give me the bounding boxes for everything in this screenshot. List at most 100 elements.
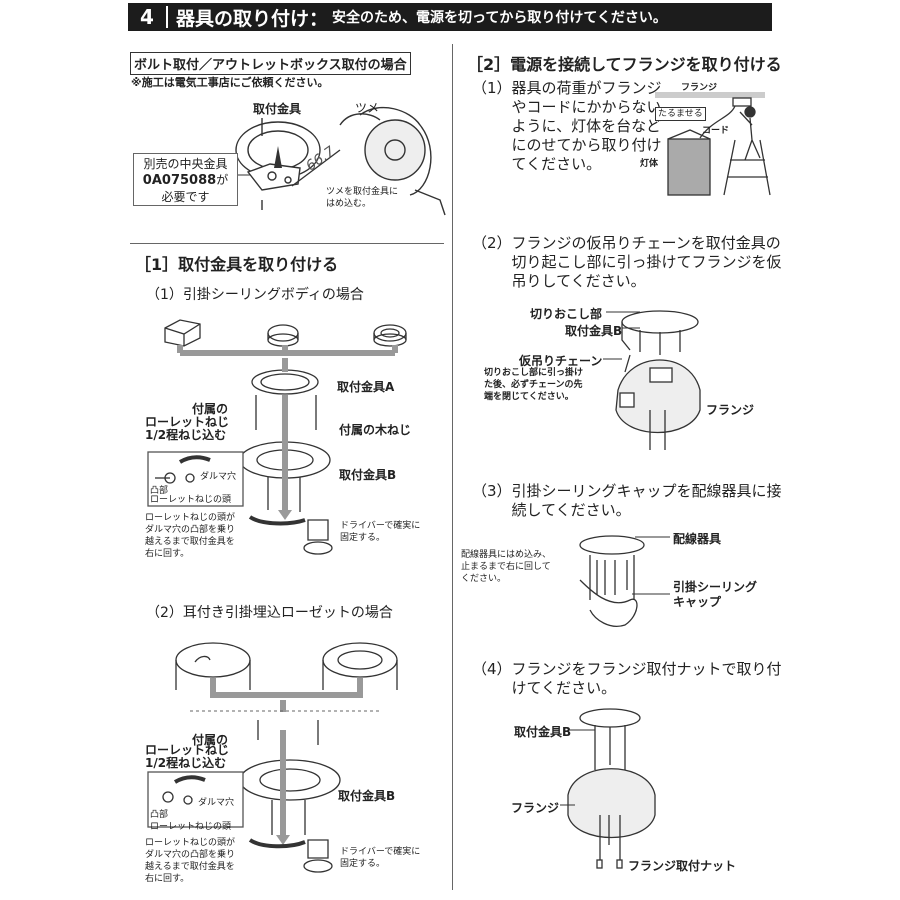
rotate-note-line3: 越えるまで取付金具を <box>145 537 235 547</box>
center-part-particle: が <box>216 173 229 187</box>
rotate-note-line1: ローレットねじの頭が <box>145 513 236 523</box>
cut-part-label: 切りおこし部 <box>530 307 603 321</box>
section-subtitle: 安全のため、電源を切ってから取り付けてください。 <box>332 10 667 26</box>
bracket-b-label-r2: 取付金具B <box>565 324 623 338</box>
chain-label: 仮吊りチェーン <box>519 354 603 368</box>
cap-note: 配線器具にはめ込み、 止まるまで右に回して ください。 <box>461 549 551 585</box>
knurl-screw-label-2: 付属の <box>192 733 229 747</box>
step2-title: （2）耳付き引掛埋込ローゼットの場合 <box>146 605 393 621</box>
convex-label-2: 凸部 <box>150 810 169 820</box>
step-r1-line1: 器具の荷重がフランジ <box>511 79 662 97</box>
section2-title: ［2］電源を接続してフランジを取り付ける <box>467 55 782 74</box>
knurl-line3: 1/2程ねじ込む <box>145 428 227 442</box>
bracket-label: 取付金具 <box>253 102 302 116</box>
rotate-note-line2: ダルマ穴の凸部を乗り <box>145 525 236 535</box>
daruma-label-2: ダルマ穴 <box>198 798 235 808</box>
rotate-note2-line4: 右に回す。 <box>145 874 190 884</box>
rotate-note-2: ローレットねじの頭が ダルマ穴の凸部を乗り 越えるまで取付金具を 右に回す。 <box>145 837 235 885</box>
step-r1-line4: にのせてから取り付け <box>511 136 662 154</box>
rotate-note-line4: 右に回す。 <box>145 549 190 559</box>
step-r3-body: 引掛シーリングキャップを配線器具に接 続してください。 <box>512 482 782 520</box>
section-title: 器具の取り付け： <box>176 7 329 30</box>
chain-note-line1: 切りおこし部に引っ掛け <box>484 368 584 378</box>
convex-label: 凸部 <box>150 486 169 496</box>
section-header: 4 器具の取り付け： 安全のため、電源を切ってから取り付けてください。 <box>128 3 772 31</box>
step1-title: （1）引掛シーリングボディの場合 <box>146 287 364 303</box>
cap-note-line3: ください。 <box>461 574 507 584</box>
center-part-number: 0A075088 <box>142 173 217 188</box>
knurl-line2: ローレットねじ <box>145 415 230 429</box>
knurl-head-label-2: ローレットねじの頭 <box>150 822 232 832</box>
bolt-mount-title: ボルト取付／アウトレットボックス取付の場合 <box>130 52 411 75</box>
column-divider <box>452 44 453 890</box>
ceiling-cap-label: 引掛シーリング キャップ <box>673 580 757 610</box>
step-r1-num: （1） <box>472 79 512 97</box>
knurl-line1: 付属の <box>192 402 229 416</box>
step-r3-text: （3） 引掛シーリングキャップを配線器具に接 続してください。 <box>472 482 782 520</box>
ceiling-cap-line1: 引掛シーリング <box>673 580 758 594</box>
step-r4-body: フランジをフランジ取付ナットで取り付 けてください。 <box>512 660 782 698</box>
rotate-note2-line1: ローレットねじの頭が <box>145 838 236 848</box>
wood-screw-label: 付属の木ねじ <box>339 423 412 437</box>
knurl-screw-label: 付属の <box>192 403 228 416</box>
step-r2-body: フランジの仮吊りチェーンを取付金具の 切り起こし部に引っ掛けてフランジを仮 吊り… <box>512 234 782 291</box>
step-r4-line1: フランジをフランジ取付ナットで取り付 <box>511 660 782 678</box>
driver-note2-line1: ドライバーで確実に <box>340 847 421 857</box>
step-r1-line5: てください。 <box>511 155 602 173</box>
cap-note-line2: 止まるまで右に回して <box>461 562 551 572</box>
lamp-label: 灯体 <box>640 159 659 169</box>
knurl-head-label: ローレットねじの頭 <box>150 495 232 505</box>
knurl-screw-label-b: ローレットねじ 1/2程ねじ込む <box>145 416 229 442</box>
knurl2-line3: 1/2程ねじ込む <box>145 756 227 770</box>
knurl2-line2: ローレットねじ <box>145 743 230 757</box>
ceiling-cap-line2: キャップ <box>673 595 722 609</box>
step-r2-line3: 吊りしてください。 <box>511 272 646 290</box>
step-r2-text: （2） フランジの仮吊りチェーンを取付金具の 切り起こし部に引っ掛けてフランジを… <box>472 234 782 291</box>
step-r2-num: （2） <box>472 234 512 252</box>
daruma-label: ダルマ穴 <box>200 472 237 482</box>
cord-label: コード <box>702 126 730 136</box>
rotate-note2-line2: ダルマ穴の凸部を乗り <box>145 850 236 860</box>
cap-note-line1: 配線器具にはめ込み、 <box>461 550 552 560</box>
chain-note-line3: 端を閉じてください。 <box>484 392 574 402</box>
step-r1-text: （1） 器具の荷重がフランジ やコードにかからない ように、灯体を台など にのせ… <box>472 79 662 174</box>
chain-note: 切りおこし部に引っ掛け た後、必ずチェーンの先 端を閉じてください。 <box>484 367 583 403</box>
step-r1-line3: ように、灯体を台など <box>511 117 662 135</box>
tab-note: ツメを取付金具に はめ込む。 <box>326 186 398 210</box>
rotate-note2-line3: 越えるまで取付金具を <box>145 862 235 872</box>
driver-note-2: ドライバーで確実に 固定する。 <box>340 846 420 870</box>
step-r2-line1: フランジの仮吊りチェーンを取付金具の <box>511 234 781 252</box>
tab-note-line2: はめ込む。 <box>326 199 372 209</box>
step-r4-line2: けてください。 <box>511 679 617 697</box>
section-rule <box>130 243 444 244</box>
step-r1-body: 器具の荷重がフランジ やコードにかからない ように、灯体を台など にのせてから取… <box>512 79 662 174</box>
step-r4-text: （4） フランジをフランジ取付ナットで取り付 けてください。 <box>472 660 782 698</box>
flange-label-r2: フランジ <box>706 403 755 417</box>
tab-label: ツメ <box>355 101 380 115</box>
flange-label-r1: フランジ <box>681 83 718 93</box>
knurl-screw-label-2b: ローレットねじ 1/2程ねじ込む <box>145 744 229 770</box>
bracket-b-label: 取付金具B <box>339 468 397 482</box>
driver-note2-line2: 固定する。 <box>340 859 386 869</box>
step-r2-line2: 切り起こし部に引っ掛けてフランジを仮 <box>511 253 782 271</box>
bracket-b-label-r4: 取付金具B <box>514 725 572 739</box>
section-number: 4 <box>140 5 154 29</box>
bracket-b-label-2: 取付金具B <box>338 789 396 803</box>
wiring-device-label: 配線器具 <box>673 532 722 546</box>
flange-nut-label: フランジ取付ナット <box>628 859 737 873</box>
bolt-mount-note: ※施工は電気工事店にご依頼ください。 <box>131 76 329 89</box>
chain-note-line2: た後、必ずチェーンの先 <box>484 380 583 390</box>
flange-label-r4: フランジ <box>511 801 560 815</box>
driver-note: ドライバーで確実に 固定する。 <box>340 520 420 544</box>
header-divider <box>166 6 168 28</box>
step-r4-num: （4） <box>472 660 512 678</box>
center-part-line1: 別売の中央金具 <box>143 157 228 171</box>
bracket-a-label: 取付金具A <box>337 380 395 394</box>
